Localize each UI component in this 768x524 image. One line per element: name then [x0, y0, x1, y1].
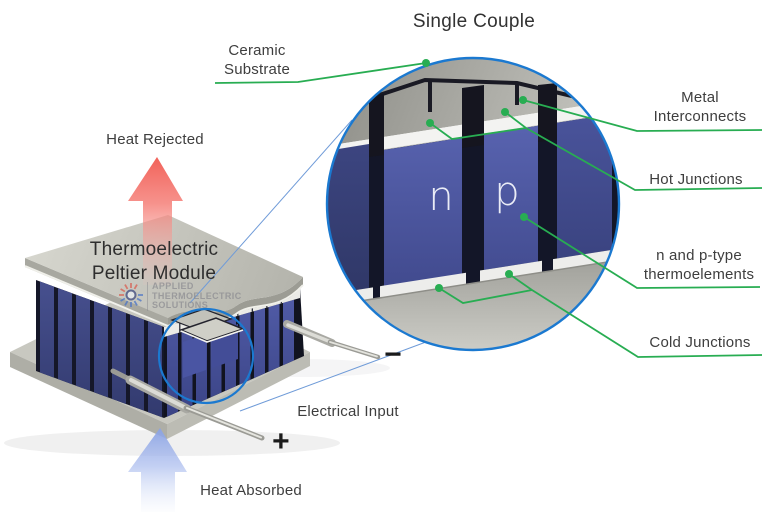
callout-ceramic-substrate: Ceramic Substrate [224, 41, 290, 79]
callout-dots [422, 59, 528, 292]
exposed-couple [170, 308, 246, 378]
callout-metal-interconnects: Metal Interconnects [654, 88, 747, 126]
module-illustration [4, 119, 559, 512]
ceramic-substrate-line2: Substrate [223, 61, 291, 78]
callout-thermoelements: n and p-type thermoelements [644, 246, 754, 284]
minus-terminal: − [384, 338, 402, 371]
electrical-input-label: Electrical Input [297, 403, 399, 420]
thermoelements-line1: n and p-type [656, 247, 742, 264]
logo-icon [119, 283, 143, 307]
p-type-letter: p [494, 169, 520, 215]
inset-pillar-p [484, 125, 538, 270]
inset-illustration [325, 56, 621, 352]
inset-cold-strip-n [380, 272, 466, 299]
highlight-circle [157, 307, 255, 405]
module-title-line2: Peltier Module [91, 263, 217, 284]
watermark-text: APPLIED THERMOELECTRIC SOLUTIONS [147, 281, 242, 311]
ceramic-substrate-line1: Ceramic [228, 42, 286, 59]
inset-circle [325, 56, 621, 352]
watermark-line2: THERMOELECTRIC [152, 290, 242, 301]
inset-pillar-right [557, 114, 612, 259]
watermark-line3: SOLUTIONS [152, 300, 209, 310]
callout-lines [214, 62, 763, 358]
lead-wires [110, 320, 381, 441]
callout-hot-junctions: Hot Junctions [649, 171, 743, 188]
metal-interconnects-line2: Interconnects [653, 108, 747, 125]
plus-terminal: + [272, 425, 290, 458]
heat-rejected-label: Heat Rejected [106, 131, 204, 148]
heat-absorbed-arrow [128, 428, 187, 512]
thermoelements-line2: thermoelements [643, 266, 755, 283]
watermark-line1: APPLIED [152, 281, 194, 291]
inset-pillar-n [384, 137, 462, 286]
heat-absorbed-label: Heat Absorbed [200, 482, 302, 499]
n-type-letter: n [428, 174, 454, 220]
module-title: Thermoelectric Peltier Module [90, 238, 218, 286]
metal-interconnects-line1: Metal [681, 89, 719, 106]
inset-title: Single Couple [412, 11, 536, 32]
heat-rejected-arrow [128, 157, 183, 285]
callout-cold-junctions: Cold Junctions [649, 334, 751, 351]
module-title-line1: Thermoelectric [89, 239, 219, 260]
